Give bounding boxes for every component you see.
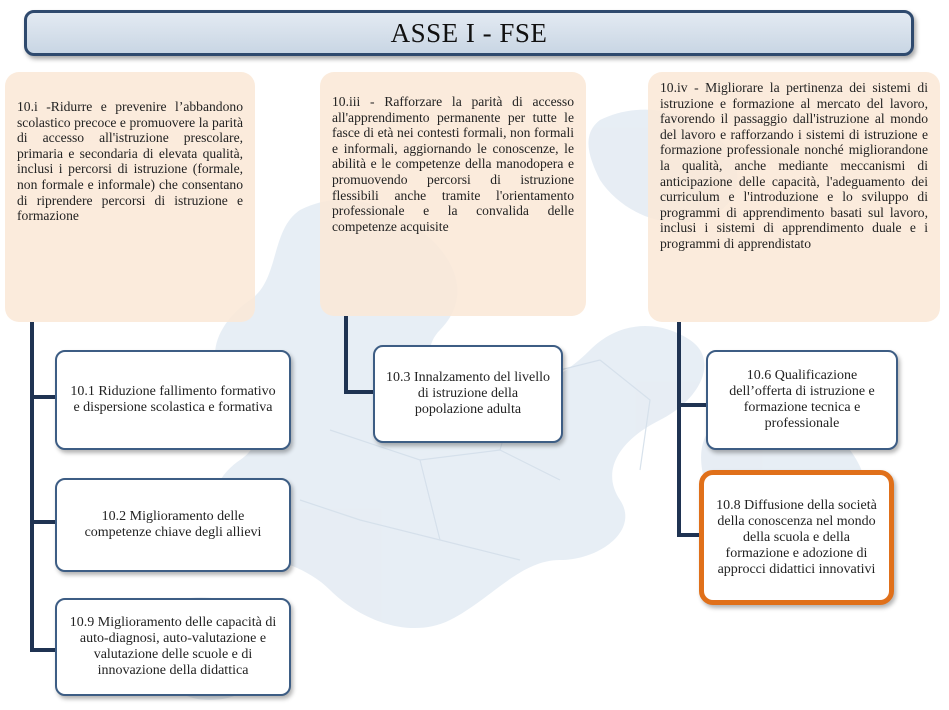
objective-10-iii: 10.iii - Rafforzare la parità di accesso… — [320, 72, 586, 316]
action-10-8: 10.8 Diffusione della società della cono… — [699, 470, 894, 605]
diagram-title: ASSE I - FSE — [390, 17, 548, 48]
connector-line — [677, 533, 701, 537]
connector-line — [30, 395, 56, 399]
connector-line — [30, 648, 56, 652]
action-10-2-text: 10.2 Miglioramento delle competenze chia… — [84, 509, 262, 540]
objective-10-iv: 10.iv - Migliorare la pertinenza dei sis… — [648, 72, 940, 322]
action-10-6: 10.6 Qualificazione dell’offerta di istr… — [706, 350, 898, 450]
action-10-3-text: 10.3 Innalzamento del livello di istruzi… — [385, 370, 551, 417]
connector-line — [344, 316, 348, 394]
objective-10-i: 10.i -Ridurre e prevenire l’abbandono sc… — [5, 72, 255, 322]
connector-line — [30, 520, 56, 524]
action-10-1-text: 10.1 Riduzione fallimento formativo e di… — [70, 384, 276, 415]
connector-line — [344, 390, 374, 394]
connector-line — [677, 322, 681, 536]
action-10-9-text: 10.9 Miglioramento delle capacità di aut… — [69, 615, 277, 678]
action-10-2: 10.2 Miglioramento delle competenze chia… — [55, 478, 291, 572]
action-10-8-text: 10.8 Diffusione della società della cono… — [716, 497, 877, 577]
connector-line — [30, 322, 34, 652]
title-bar: ASSE I - FSE — [24, 10, 914, 56]
connector-line — [677, 403, 707, 407]
action-10-1: 10.1 Riduzione fallimento formativo e di… — [55, 350, 291, 450]
action-10-3: 10.3 Innalzamento del livello di istruzi… — [373, 345, 563, 443]
action-10-6-text: 10.6 Qualificazione dell’offerta di istr… — [729, 368, 875, 431]
action-10-9: 10.9 Miglioramento delle capacità di aut… — [55, 598, 291, 696]
